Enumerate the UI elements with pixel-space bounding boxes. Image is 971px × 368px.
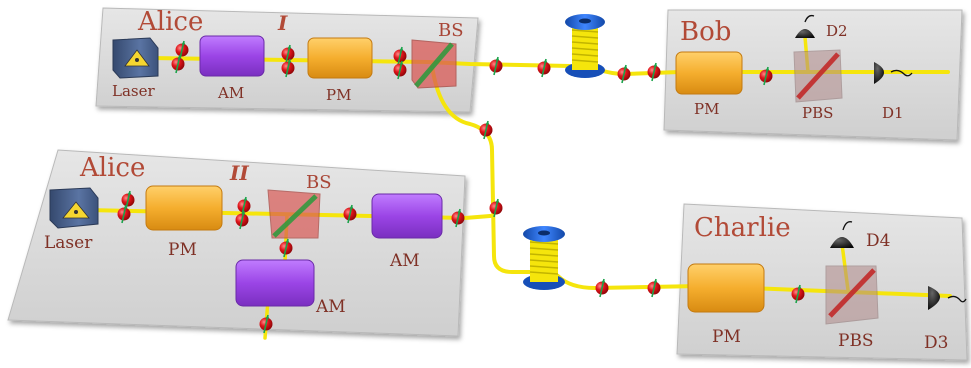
pm-modulator-alice-one [307,37,373,79]
laser-icon [124,49,150,67]
am-modulator-alice-two-right [371,193,443,239]
detector-icon [874,62,913,84]
detector-icon [928,286,967,310]
label-pm-charlie: PM [712,327,741,347]
label-laser-one: Laser [112,82,155,100]
photon-icon [616,64,632,84]
panel-title-alice-two: Alice [79,153,145,183]
roman-label-two: II [229,161,249,185]
panel-title-alice-one: Alice [137,7,203,37]
laser-icon [62,201,90,219]
panel-title-charlie: Charlie [694,213,791,243]
pm-modulator-bob [675,51,743,95]
panel-charlie [676,203,968,361]
label-d4: D4 [866,231,890,251]
label-bs-two: BS [306,172,332,193]
label-pbs-bob: PBS [802,104,833,122]
label-pbs-charlie: PBS [838,331,874,351]
detector-icon [795,14,815,38]
label-bs-one: BS [438,20,464,41]
pm-modulator-alice-two [145,185,223,231]
roman-label-one: I [277,11,288,35]
label-pm-bob: PM [694,100,719,118]
detector-icon [830,221,854,248]
panel-title-bob: Bob [680,17,731,47]
label-pm-two: PM [168,240,197,260]
panel-alice-two [7,149,466,337]
photon-icon [646,278,662,298]
beam-splitter-alice-one [411,39,457,89]
label-d3: D3 [924,333,948,353]
label-d2: D2 [826,22,848,40]
label-am-one: AM [217,84,244,102]
label-pm-one: PM [326,86,351,104]
am-modulator-alice-one [199,35,265,77]
fiber-spool-icon [565,14,605,78]
am-modulator-alice-two-bottom [235,259,315,307]
label-d1: D1 [882,104,904,122]
photon-icon [646,62,662,82]
pm-modulator-charlie [687,263,765,313]
beam-splitter-alice-two [267,189,321,239]
label-am-two-bottom: AM [315,297,346,317]
pbs-charlie [825,265,879,325]
label-laser-two: Laser [44,233,93,253]
label-am-two-right: AM [389,251,420,271]
photon-icon [488,56,504,76]
photon-icon [536,58,552,78]
photon-icon [594,278,610,298]
laser-alice-one [112,37,159,79]
laser-alice-two [49,187,99,229]
pbs-bob [793,49,843,103]
fiber-spool-icon [523,226,565,290]
